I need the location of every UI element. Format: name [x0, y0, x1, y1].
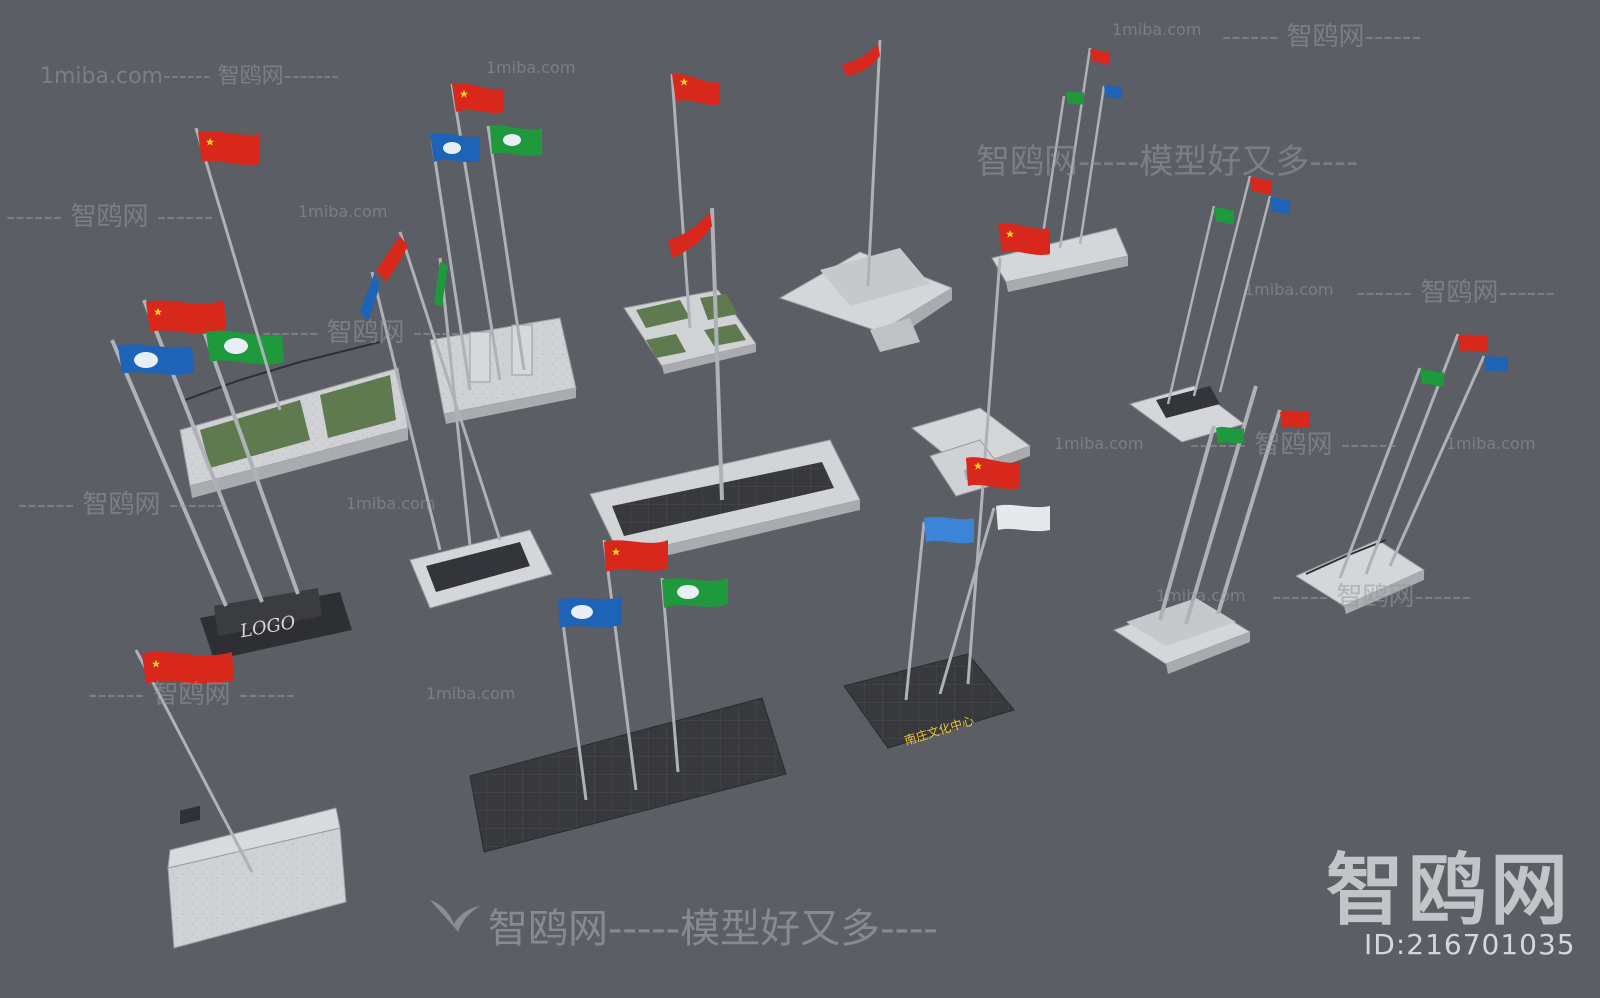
flagpole-e [670, 73, 692, 329]
flagpole-l [134, 649, 254, 873]
watermark-site: 1miba.com [1112, 20, 1202, 39]
flag-platform-c [429, 317, 577, 424]
flagpoles-m [1166, 175, 1272, 405]
flagpoles-c [430, 83, 526, 391]
flag-platform-logo [200, 588, 352, 660]
flagpole-tall-left [194, 127, 282, 411]
flagpoles-k [558, 539, 680, 801]
flags-h [1066, 49, 1122, 105]
flag-china-e [672, 73, 720, 105]
flag-platform-e [623, 289, 757, 374]
flags-c [430, 83, 542, 162]
watermark-site: 1miba.com [346, 494, 436, 513]
watermark-slogan: 智鸥网-----模型好又多---- [976, 142, 1359, 182]
watermark-brand: ------ 智鸥网------ [1356, 278, 1555, 308]
brand-logo-text: 智鸥网 [1326, 846, 1573, 936]
watermark-site: 1miba.com [1156, 586, 1246, 605]
watermark-brand: ------ 智鸥网 ------ [262, 318, 470, 348]
flag-platform-g [778, 248, 954, 352]
flag-china-mid-right [998, 223, 1050, 255]
watermark-site: 1miba.com [486, 58, 576, 77]
flag-platform-o [1294, 539, 1426, 614]
bottom-slogan: 智鸥网-----模型好又多---- [488, 906, 938, 952]
watermark-site: 1miba.com [1446, 434, 1536, 453]
watermark-brand: ------ 智鸥网 ------ [88, 680, 296, 710]
watermark-site: 1miba.com [426, 684, 516, 703]
flags-n [1216, 410, 1310, 444]
watermark-site: 1miba.com------ 智鸥网------- [40, 64, 340, 89]
watermark-brand: ------ 智鸥网 ------ [6, 202, 214, 232]
watermark-brand: ------ 智鸥网 ------ [18, 490, 226, 520]
flag-platform-h [991, 227, 1129, 292]
watermark-site: 1miba.com [1054, 434, 1144, 453]
watermark-brand: ------ 智鸥网------ [1272, 582, 1471, 612]
flagpoles-h [1038, 47, 1106, 255]
flagpoles-n [1158, 385, 1282, 625]
flagpole-f [710, 207, 724, 501]
flag-platform-k [469, 697, 787, 853]
flags-m [1214, 177, 1290, 225]
flag-platform-culture-center [843, 653, 1015, 749]
watermark-brand: ------ 智鸥网 ------ [1190, 430, 1398, 460]
flag-platform-l [167, 805, 347, 949]
flag-platform-n [1112, 598, 1252, 674]
flagpoles-d [370, 231, 502, 551]
watermark-brand: ------ 智鸥网------ [1222, 22, 1421, 52]
flag-platform-a [179, 341, 409, 498]
flag-china-f [668, 212, 712, 258]
flag-china-g [842, 44, 880, 76]
watermark-site: 1miba.com [298, 202, 388, 221]
flagpole-g [866, 39, 882, 287]
flag-china-l [142, 651, 234, 684]
flag-platform-f [589, 439, 861, 566]
flag-china-top-left [198, 131, 260, 165]
flags-d [360, 236, 448, 322]
image-id-label: ID:216701035 [1364, 928, 1576, 961]
flags-o [1420, 334, 1508, 387]
gull-logo-icon [430, 900, 480, 932]
watermark-site: 1miba.com [1244, 280, 1334, 299]
flag-platform-d [409, 529, 553, 609]
flags-k [558, 540, 728, 628]
flags-culture-center [924, 457, 1050, 544]
